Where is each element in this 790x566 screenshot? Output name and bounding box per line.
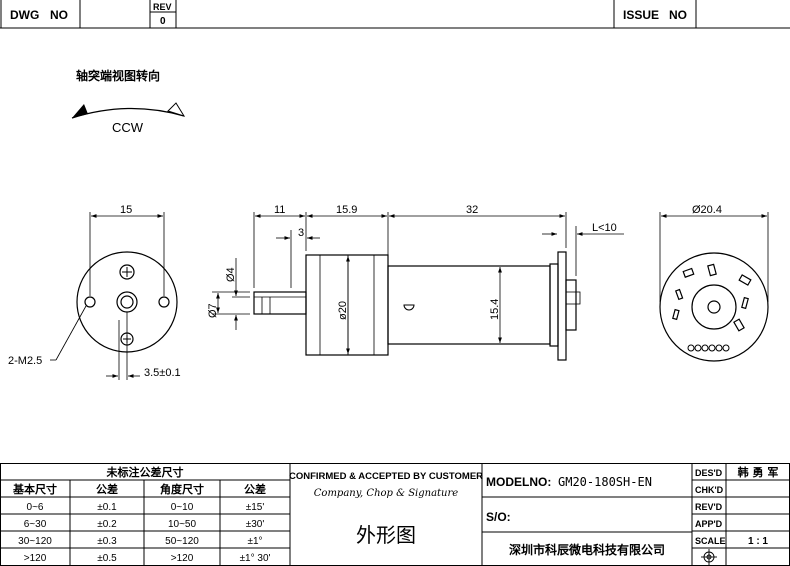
dim-terminal-label: L<10	[592, 222, 617, 234]
tolerance-cell: 10~50	[168, 519, 197, 530]
rotation-title: 轴突端视图转向	[76, 68, 160, 83]
tolerance-cell: 50~120	[165, 536, 199, 547]
tolerance-cell: >120	[24, 553, 47, 564]
rev-value: 0	[160, 16, 166, 27]
app-label: APP'D	[695, 519, 723, 529]
chk-label: CHK'D	[695, 485, 724, 495]
tolerance-cell: 0~10	[171, 502, 194, 513]
tolerance-cell: >120	[171, 553, 194, 564]
tolerance-title: 未标注公差尺寸	[106, 465, 184, 479]
tolerance-cell: ±0.1	[97, 502, 117, 513]
rev-label: REV	[153, 2, 172, 12]
dim-gear-dia-label: ø20	[337, 301, 349, 320]
des-label: DES'D	[695, 468, 723, 478]
dim-shaft-flat-label: 3	[298, 227, 304, 239]
dim-body-height-label: 15.4	[489, 299, 501, 320]
dim-shaft-length-label: 11	[274, 204, 285, 216]
tolerance-cell: ±15'	[246, 502, 265, 513]
tolerance-cell: ±0.3	[97, 536, 117, 547]
tolerance-cell: ±1°	[247, 536, 262, 547]
tolerance-cell: 30~120	[18, 536, 52, 547]
tolerance-headers: 基本尺寸 公差 角度尺寸 公差	[12, 482, 266, 496]
issue-no: NO	[669, 8, 687, 22]
dim-shaft-dia-flat-label: Ø4	[225, 267, 237, 282]
rotation-direction: CCW	[112, 120, 144, 135]
tolerance-cell: ±0.5	[97, 553, 117, 564]
drawing-name: 外形图	[356, 523, 416, 547]
ccw-arrow-icon	[71, 102, 186, 119]
model-value: GM20-180SH-EN	[558, 475, 652, 489]
scale-value: 1 : 1	[748, 536, 768, 547]
title-header	[0, 0, 790, 29]
so-label: S/O:	[486, 510, 511, 524]
rear-view	[659, 252, 769, 362]
tolerance-header: 角度尺寸	[160, 482, 204, 496]
tolerance-cell: ±30'	[246, 519, 265, 530]
dwg-no: NO	[50, 8, 68, 22]
side-view	[253, 251, 581, 361]
tolerance-cell: ±0.2	[97, 519, 117, 530]
dwg-label: DWG	[10, 8, 39, 22]
designer-name: 韩 勇 军	[738, 465, 779, 479]
dim-shaft-dia-label: Ø7	[207, 303, 219, 318]
dim-rear-dia-label: Ø20.4	[692, 204, 722, 216]
confirmation-title: CONFIRMED & ACCEPTED BY CUSTOMER	[289, 471, 483, 482]
projection-symbol-icon	[701, 549, 717, 565]
tolerance-header: 基本尺寸	[12, 482, 57, 496]
tolerance-rows: 0~6 ±0.1 0~10 ±15' 6~30 ±0.2 10~50 ±30' …	[18, 502, 270, 564]
dim-thread-label: 2-M2.5	[8, 355, 42, 367]
dim-front-width-label: 15	[120, 204, 132, 216]
tolerance-cell: 0~6	[27, 502, 44, 513]
tolerance-cell: ±1° 30'	[240, 553, 271, 564]
dim-flange-length-label: 15.9	[336, 204, 357, 216]
dim-offset-label: 3.5±0.1	[144, 367, 181, 379]
tolerance-header: 公差	[96, 482, 118, 496]
tolerance-cell: 6~30	[24, 519, 47, 530]
model-label: MODELNO:	[486, 475, 551, 489]
dim-body-length-label: 32	[466, 204, 478, 216]
rev-signoff-label: REV'D	[695, 502, 723, 512]
issue-label: ISSUE	[623, 8, 659, 22]
confirmation-subtitle: Company, Chop & Signature	[314, 488, 459, 499]
scale-label: SCALE	[695, 536, 726, 546]
tolerance-header: 公差	[244, 482, 266, 496]
company-name: 深圳市科辰微电科技有限公司	[509, 542, 665, 557]
